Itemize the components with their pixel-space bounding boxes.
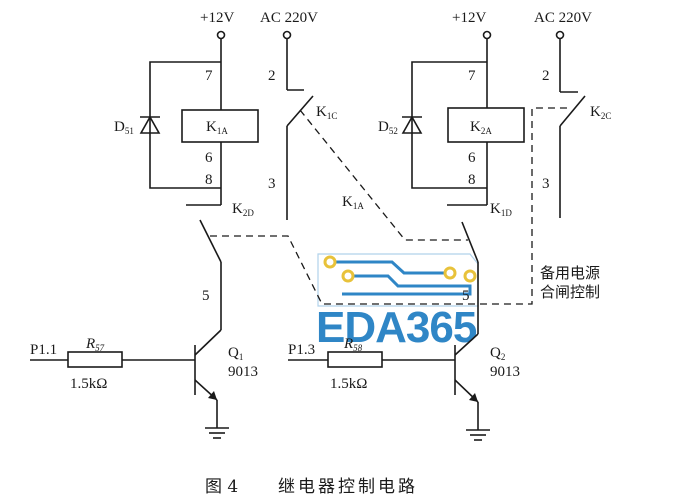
diode-d52 — [401, 115, 423, 134]
pin-8-relay2: 8 — [468, 172, 476, 188]
watermark-trace-1 — [330, 260, 450, 275]
mechanical-linkages: K1A — [210, 107, 568, 305]
pin-2-relay1: 2 — [268, 68, 276, 84]
ac-switch-k2c: 2 3 K2C — [542, 30, 611, 218]
terminal-12v-1 — [216, 30, 226, 40]
terminal-12v-2 — [482, 30, 492, 40]
note-line-2: 合闸控制 — [540, 283, 600, 301]
linkage-k1c-k1d — [299, 109, 468, 241]
relay2-coil — [447, 107, 525, 143]
port-p11: P1.1 — [30, 342, 57, 358]
pin-5-relay2: 5 — [462, 288, 470, 304]
note-line-1: 备用电源 — [540, 264, 600, 282]
pin-8-relay1: 8 — [205, 172, 213, 188]
q1-label: Q1 — [228, 345, 243, 362]
watermark-pad-3 — [443, 266, 457, 280]
terminal-ac-1 — [282, 30, 292, 40]
supply-label-12v-1: +12V — [200, 10, 234, 26]
r58-label: R58 — [343, 336, 363, 353]
r57-label: R57 — [85, 336, 105, 353]
pin-7-relay2: 7 — [468, 68, 476, 84]
transistor-q1 — [194, 329, 229, 439]
relay2-coil-label: K2A — [470, 119, 492, 136]
watermark-pad-4 — [463, 269, 477, 283]
pin-6-relay2: 6 — [468, 150, 476, 166]
watermark-text: EDA365 — [316, 303, 477, 352]
resistor-r58 — [327, 351, 383, 368]
linkage-k1a-label: K1A — [342, 194, 364, 211]
q2-type: 9013 — [490, 364, 520, 380]
relay1-coil-circuit: 7 6 8 K1A D51 — [114, 30, 259, 205]
r58-value: 1.5kΩ — [330, 376, 367, 392]
linkage-k2d-k2c — [210, 107, 568, 305]
contact-k2c-label: K2C — [590, 104, 611, 121]
terminal-ac-2 — [555, 30, 565, 40]
transistor-q2 — [454, 333, 490, 441]
figure-number: 图 4 — [205, 477, 238, 497]
q1-type: 9013 — [228, 364, 258, 380]
supply-label-ac-2: AC 220V — [534, 10, 592, 26]
pin-2-relay2: 2 — [542, 68, 550, 84]
contact-k1d-label: K1D — [490, 201, 512, 218]
pin-5-relay1: 5 — [202, 288, 210, 304]
figure-title: 继电器控制电路 — [278, 477, 418, 497]
pin-7-relay1: 7 — [205, 68, 213, 84]
contact-k2d-label: K2D — [232, 201, 254, 218]
relay1-switch-chain: K2D 5 Q1 9013 — [186, 201, 258, 439]
contact-k1c-label: K1C — [316, 104, 337, 121]
diode-d52-label: D52 — [378, 119, 398, 136]
pin-3-relay2: 3 — [542, 176, 550, 192]
diode-d51 — [139, 115, 161, 134]
diode-d51-label: D51 — [114, 119, 134, 136]
ac-switch-k1c: 2 3 K1C — [268, 30, 337, 220]
resistor-r57 — [67, 351, 123, 368]
relay2-coil-circuit: 7 6 8 K2A D52 — [378, 30, 525, 205]
watermark-pad-2 — [341, 269, 355, 283]
stage2-input: P1.3 R58 1.5kΩ — [288, 336, 455, 392]
watermark-pad-1 — [323, 255, 337, 269]
port-p13: P1.3 — [288, 342, 315, 358]
r57-value: 1.5kΩ — [70, 376, 107, 392]
q2-label: Q2 — [490, 345, 505, 362]
relay2-switch-chain: K1D 5 Q2 9013 — [447, 201, 520, 441]
supply-label-ac-1: AC 220V — [260, 10, 318, 26]
supply-label-12v-2: +12V — [452, 10, 486, 26]
relay1-coil-label: K1A — [206, 119, 228, 136]
pin-6-relay1: 6 — [205, 150, 213, 166]
stage1-input: P1.1 R57 1.5kΩ — [30, 336, 195, 392]
watermark-trace-2 — [342, 274, 472, 296]
eda365-watermark: EDA365 — [316, 253, 479, 352]
pin-3-relay1: 3 — [268, 176, 276, 192]
relay1-coil — [181, 109, 259, 143]
